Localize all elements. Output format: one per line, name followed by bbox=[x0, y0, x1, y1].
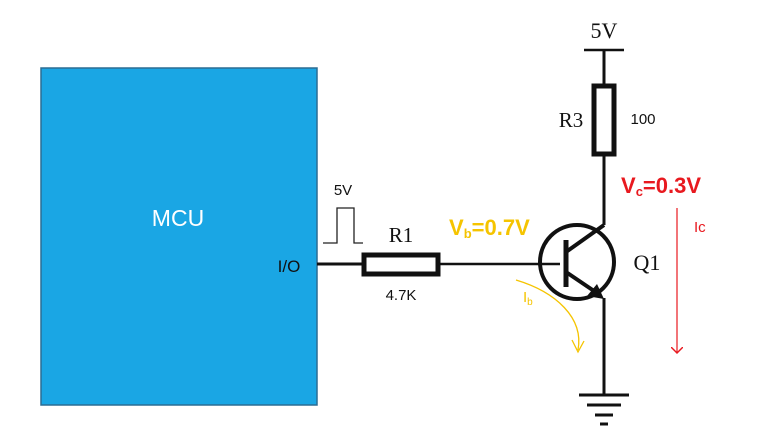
mcu-block bbox=[40, 67, 318, 406]
q1-emitter-arrow bbox=[587, 284, 604, 299]
r3-value: 100 bbox=[630, 111, 655, 128]
ib-label: Ib bbox=[523, 289, 533, 308]
q1-collector-lead bbox=[564, 223, 606, 254]
supply-label: 5V bbox=[591, 18, 618, 43]
ib-arrow bbox=[515, 279, 580, 351]
ib-arrow-head bbox=[571, 339, 585, 354]
q1-name: Q1 bbox=[634, 250, 661, 275]
pulse-label: 5V bbox=[334, 182, 352, 199]
r1-name: R1 bbox=[389, 223, 414, 247]
r3-resistor bbox=[591, 83, 617, 157]
q1-body bbox=[538, 223, 616, 301]
pulse-waveform bbox=[323, 207, 363, 244]
vb-annotation: Vb=0.7V bbox=[449, 215, 530, 241]
q1-emitter-lead bbox=[564, 270, 599, 295]
r1-resistor bbox=[361, 252, 441, 277]
vc-annotation: Vc=0.3V bbox=[621, 173, 701, 199]
io-pin-label: I/O bbox=[278, 257, 301, 276]
r1-value: 4.7K bbox=[386, 287, 417, 304]
mcu-label: MCU bbox=[152, 205, 204, 231]
ic-label: Ic bbox=[694, 219, 706, 236]
r3-name: R3 bbox=[559, 108, 584, 132]
